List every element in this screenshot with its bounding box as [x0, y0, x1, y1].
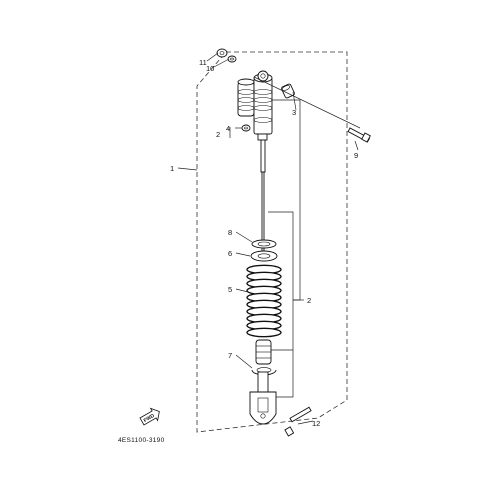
callout-4: 4: [226, 124, 230, 133]
locknut-part-8: [251, 239, 277, 249]
bracket-item-2: [268, 99, 304, 398]
bolt-part-9: [347, 127, 371, 143]
callout-7: 7: [228, 351, 232, 360]
fwd-arrow-icon: FWD: [139, 407, 160, 426]
washer-part-10: [227, 55, 237, 63]
collar-part-3: [281, 83, 295, 99]
adjuster-part-6: [250, 250, 278, 262]
lower-clevis: [249, 371, 277, 425]
spring-coil: [246, 327, 282, 338]
bolt-part-12: [284, 406, 312, 437]
callout-10: 10: [206, 64, 214, 73]
upper-shock-body: [237, 70, 273, 141]
piston-rod: [260, 139, 266, 253]
callout-2-upper: 2: [216, 130, 220, 139]
callout-6: 6: [228, 249, 232, 258]
leader-lines: [177, 52, 361, 425]
callout-3: 3: [292, 108, 296, 117]
diagram-code: 4ES1100-3190: [118, 437, 165, 444]
spring-part-5: [246, 264, 282, 338]
bump-stop: [255, 339, 272, 365]
callout-12: 12: [312, 419, 320, 428]
callout-8: 8: [228, 228, 232, 237]
callout-2-lower: 2: [307, 296, 311, 305]
callout-11: 11: [199, 58, 207, 67]
callout-5: 5: [228, 285, 232, 294]
assembly-outline: [196, 51, 348, 433]
nut-part-11: [216, 48, 228, 58]
fwd-label: FWD: [143, 413, 156, 424]
callout-1: 1: [170, 164, 174, 173]
callout-9: 9: [354, 151, 358, 160]
nut-part-4: [241, 124, 251, 132]
